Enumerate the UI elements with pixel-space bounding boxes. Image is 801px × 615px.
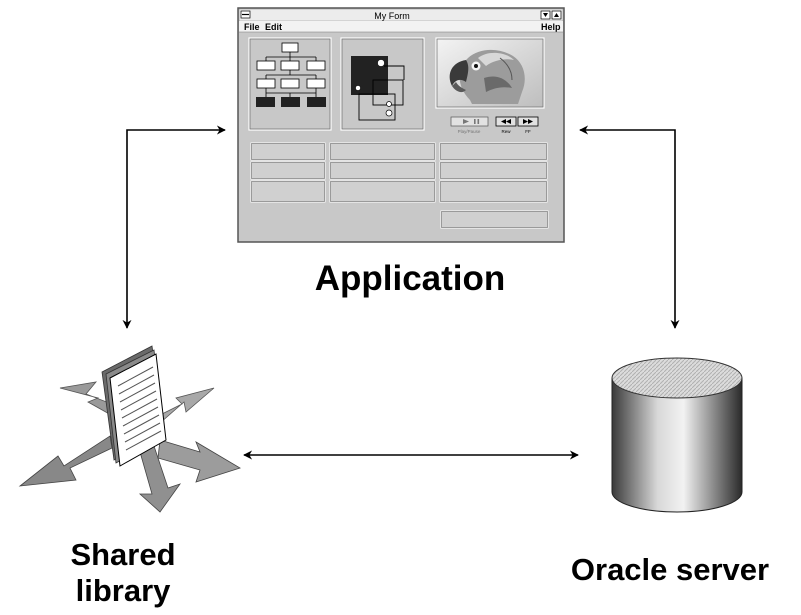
form-field[interactable] (329, 180, 436, 203)
menu-bar: File Edit Help (239, 21, 563, 33)
org-node (281, 42, 299, 53)
maximize-icon (554, 13, 559, 17)
application-caption: Application (314, 259, 506, 298)
form-field[interactable] (439, 180, 548, 203)
form-grid (250, 142, 549, 229)
connector-app-oracle (579, 125, 680, 329)
form-field-total[interactable] (440, 210, 549, 229)
org-node-filled (307, 97, 326, 107)
form-field[interactable] (329, 142, 436, 161)
org-node (256, 78, 276, 89)
boxes-diagram-panel (340, 37, 425, 131)
form-field[interactable] (250, 142, 326, 161)
org-node-filled (281, 97, 300, 107)
org-node (256, 60, 276, 71)
form-field[interactable] (250, 180, 326, 203)
org-node (306, 78, 326, 89)
oracle-server-caption: Oracle server (570, 552, 770, 587)
play-icon (463, 119, 469, 124)
org-node (280, 78, 300, 89)
menu-file[interactable]: File (244, 22, 260, 32)
connector-app-library (122, 125, 226, 329)
shared-library-icon (18, 345, 241, 513)
org-node (280, 60, 300, 71)
database-cylinder-icon (611, 357, 743, 513)
window-title: My Form (374, 11, 410, 21)
parrot-image-panel: Play/Pause Rew FF (435, 37, 545, 134)
play-pause-label: Play/Pause (458, 129, 481, 134)
media-controls: Play/Pause Rew FF (450, 116, 539, 134)
minimize-icon (543, 13, 548, 17)
rewind-icon (501, 119, 511, 124)
parrot-picture (449, 49, 525, 104)
form-field[interactable] (439, 161, 548, 180)
org-node (306, 60, 326, 71)
shared-library-caption: Shared library (28, 537, 218, 608)
form-field[interactable] (439, 142, 548, 161)
form-field[interactable] (329, 161, 436, 180)
pause-icon (474, 119, 476, 124)
play-pause-button[interactable] (450, 116, 489, 127)
window-title-bar: My Form (238, 8, 564, 22)
menu-edit[interactable]: Edit (265, 22, 282, 32)
org-node-filled (256, 97, 275, 107)
hierarchy-chart-panel (248, 37, 332, 131)
fast-forward-icon (523, 119, 533, 124)
shared-library-caption-line2: library (75, 572, 171, 608)
shared-library-caption-line1: Shared (70, 537, 176, 572)
rew-label: Rew (501, 129, 511, 134)
form-field[interactable] (250, 161, 326, 180)
menu-help[interactable]: Help (541, 22, 561, 32)
ff-label: FF (525, 129, 531, 134)
application-window: My Form File Edit Help (237, 7, 565, 243)
